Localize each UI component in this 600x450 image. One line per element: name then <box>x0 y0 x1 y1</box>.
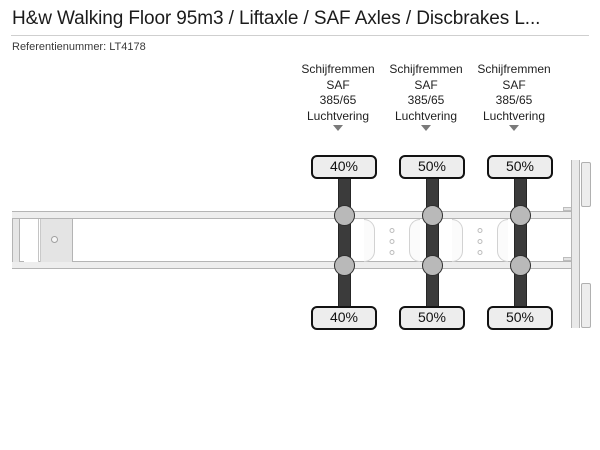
axle-label-2: Schijfremmen SAF 385/65 Luchtvering <box>380 62 472 131</box>
axle-1-suspension: Luchtvering <box>306 108 370 123</box>
suspension-bracket-1 <box>364 219 420 262</box>
header-divider <box>11 35 589 36</box>
trailer-front-gap <box>24 219 39 262</box>
tyre-percentage-badge-1-top[interactable]: 40% <box>311 155 377 179</box>
axle-2-brand: SAF <box>414 77 438 92</box>
bracket-holes <box>477 228 483 261</box>
wheel-hub-3-top <box>510 205 531 226</box>
axle-bar-3 <box>514 170 527 314</box>
axle-3-brand: SAF <box>502 77 526 92</box>
axle-1-brake-type: Schijfremmen <box>301 62 375 76</box>
axle-2-tyre-size: 385/65 <box>407 93 445 107</box>
rear-post <box>571 160 580 328</box>
tyre-percentage-badge-2-top[interactable]: 50% <box>399 155 465 179</box>
axle-1-brand: SAF <box>326 77 350 92</box>
wheel-hub-1-top <box>334 205 355 226</box>
bracket-right-edge <box>409 219 420 262</box>
bracket-holes <box>389 228 395 261</box>
axle-bar-2 <box>426 170 439 314</box>
wheel-hub-2-bottom <box>422 255 443 276</box>
axle-3-suspension: Luchtvering <box>482 108 546 123</box>
bracket-left-edge <box>452 219 463 262</box>
chassis-rail-top <box>12 211 574 219</box>
wheel-hub-1-bottom <box>334 255 355 276</box>
caret-down-icon <box>333 125 343 131</box>
bracket-right-edge <box>497 219 508 262</box>
rear-bumper-tab-bottom <box>581 283 591 328</box>
axle-1-tyre-size: 385/65 <box>319 93 357 107</box>
axle-2-suspension: Luchtvering <box>394 108 458 123</box>
wheel-hub-2-top <box>422 205 443 226</box>
wheel-hub-3-bottom <box>510 255 531 276</box>
axle-label-3: Schijfremmen SAF 385/65 Luchtvering <box>468 62 560 131</box>
page-title: H&w Walking Floor 95m3 / Liftaxle / SAF … <box>12 8 541 29</box>
axle-bar-1 <box>338 170 351 314</box>
caret-down-icon <box>509 125 519 131</box>
axle-label-1: Schijfremmen SAF 385/65 Luchtvering <box>292 62 384 131</box>
tyre-percentage-badge-3-top[interactable]: 50% <box>487 155 553 179</box>
chassis-rail-bottom <box>12 261 574 269</box>
tyre-percentage-badge-1-bottom[interactable]: 40% <box>311 306 377 330</box>
rear-bumper-tab-top <box>581 162 591 207</box>
trailer-front-block <box>12 219 20 262</box>
caret-down-icon <box>421 125 431 131</box>
tyre-percentage-badge-2-bottom[interactable]: 50% <box>399 306 465 330</box>
bracket-left-edge <box>364 219 375 262</box>
suspension-bracket-2 <box>452 219 508 262</box>
axle-2-brake-type: Schijfremmen <box>389 62 463 76</box>
axle-3-brake-type: Schijfremmen <box>477 62 551 76</box>
kingpin-hole-icon <box>51 236 58 243</box>
reference-number: Referentienummer: LT4178 <box>12 41 146 53</box>
axle-3-tyre-size: 385/65 <box>495 93 533 107</box>
tyre-percentage-badge-3-bottom[interactable]: 50% <box>487 306 553 330</box>
